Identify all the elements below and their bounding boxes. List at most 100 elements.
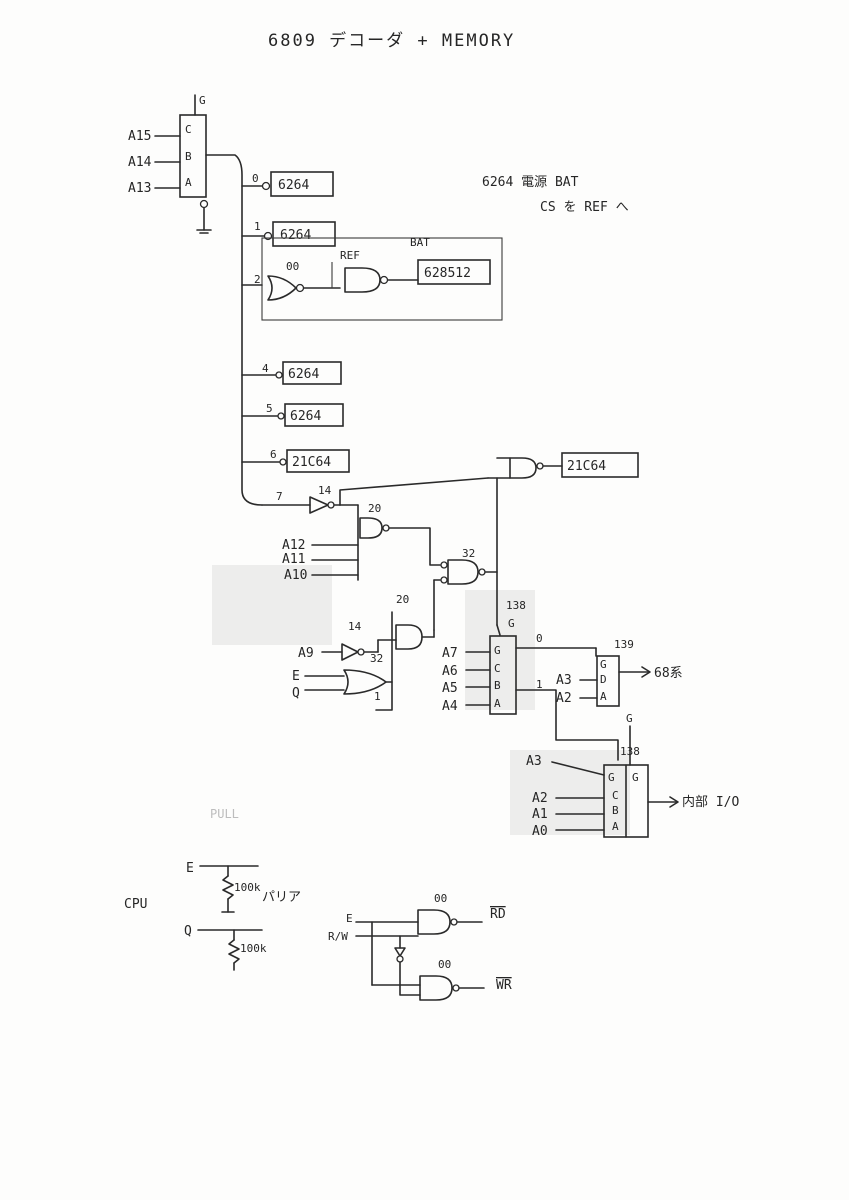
input-a2-139: A2: [556, 691, 572, 706]
bat-label: BAT: [410, 236, 430, 249]
inverter-14-b-label: 14: [348, 620, 362, 633]
gate-20-a: 20 A12 A11 A10: [282, 502, 441, 583]
input-a15: A15: [128, 129, 151, 144]
pullup-section: E 100k パリア CPU Q 100k: [124, 861, 301, 971]
rw-e-label: E: [346, 912, 353, 925]
memory-chip-5: 6264: [290, 409, 321, 424]
input-a9: A9: [298, 646, 314, 661]
resistor-2-value: 100k: [240, 942, 267, 955]
decoder-139-pin-a: A: [600, 690, 607, 703]
memory-7: 21C64: [487, 452, 639, 479]
cpu-label: CPU: [124, 897, 147, 912]
output-4: 4: [262, 362, 269, 375]
output-7: 7: [276, 490, 283, 503]
rd-signal: RD: [490, 907, 506, 922]
input-a5: A5: [442, 681, 458, 696]
battery-section: BAT 2 00 REF 628512: [241, 236, 503, 321]
input-a6: A6: [442, 664, 458, 679]
decoder-138-b-pin-b: B: [612, 804, 619, 817]
memory-chip-7: 21C64: [567, 459, 606, 474]
input-a7: A7: [442, 646, 458, 661]
input-a2-138: A2: [532, 791, 548, 806]
wr-signal: WR: [496, 978, 512, 993]
memory-chip-2: 628512: [424, 266, 471, 281]
memory-chip-4: 6264: [288, 367, 319, 382]
decoder-138-a-pin-b: B: [494, 679, 501, 692]
gate-32-a-label: 32: [462, 547, 475, 560]
erased-area: [510, 750, 630, 835]
decoder-138-b-pin-c: C: [612, 789, 619, 802]
input-a11: A11: [282, 552, 305, 567]
pullup-label: パリア: [262, 890, 301, 905]
decoder-138-b-part: 138: [620, 745, 640, 758]
memory-4: 4 6264: [241, 361, 342, 385]
memory-chip-1: 6264: [280, 228, 311, 243]
misc-1: 1: [374, 690, 381, 703]
decoder-138-a-part: 138: [506, 599, 526, 612]
decoder-pin-c: C: [185, 123, 192, 136]
decoder-138-b: G 138 G G C B A A3 A2 A1 A0 内部 I/O: [526, 712, 739, 839]
memory-0: 0 6264: [241, 171, 334, 197]
decoder-138-a-out0: 0: [536, 632, 543, 645]
decoder-138-a-pin-g: G: [494, 644, 501, 657]
output-1: 1: [254, 220, 261, 233]
gate-00-label: 00: [286, 260, 299, 273]
decoder-139: 139 G D A A3 A2 68系: [556, 638, 683, 707]
decoder-139-pin-g: G: [600, 658, 607, 671]
decoder-pin-b: B: [185, 150, 192, 163]
input-a0-138: A0: [532, 824, 548, 839]
decoder-138-a-out1: 1: [536, 678, 543, 691]
input-a14: A14: [128, 155, 152, 170]
memory-5: 5 6264: [241, 402, 344, 427]
input-a13: A13: [128, 181, 151, 196]
gate-32-b-label: 32: [370, 652, 383, 665]
input-a1-138: A1: [532, 807, 548, 822]
memory-chip-6: 21C64: [292, 455, 331, 470]
output-2: 2: [254, 273, 261, 286]
pullup-q-label: Q: [184, 924, 192, 939]
decoder-pin-g: G: [199, 94, 206, 107]
inverter-14-label: 14: [318, 484, 332, 497]
decoder-pin-a: A: [185, 176, 192, 189]
gate-32-a: 32: [433, 477, 498, 631]
decoder-138-b-pin-a: A: [612, 820, 619, 833]
gate-20-b: 20 14 A9 32 E Q 1: [292, 593, 435, 711]
output-6: 6: [270, 448, 277, 461]
input-a3-139: A3: [556, 673, 572, 688]
output-7-path: 7 14: [261, 477, 489, 514]
memory-chip-0: 6264: [278, 178, 309, 193]
input-e: E: [292, 669, 300, 684]
input-a4: A4: [442, 699, 458, 714]
decoder-139-part: 139: [614, 638, 634, 651]
input-a12: A12: [282, 538, 305, 553]
decoder-138-b-pin-g2: G: [632, 771, 639, 784]
input-q: Q: [292, 686, 300, 701]
note-line-2: CS を REF へ: [540, 200, 629, 215]
faint-pull-text: PULL: [210, 807, 239, 821]
decoder-138-b-pin-g: G: [608, 771, 615, 784]
gate-00-rd-label: 00: [434, 892, 447, 905]
memory-6: 6 21C64: [241, 448, 350, 473]
gate-20-a-label: 20: [368, 502, 381, 515]
gate-20-b-label: 20: [396, 593, 409, 606]
erased-area: [212, 565, 332, 645]
decoder-138-b-g-top: G: [626, 712, 633, 725]
input-a10: A10: [284, 568, 307, 583]
output-68-series: 68系: [654, 666, 683, 681]
ref-label: REF: [340, 249, 360, 262]
input-a3-138: A3: [526, 754, 542, 769]
note-line-1: 6264 電源 BAT: [482, 175, 579, 190]
rw-section: E R/W 00 RD 00 WR: [328, 892, 512, 1001]
page-title: 6809 デコーダ + MEMORY: [268, 30, 515, 51]
output-internal-io: 内部 I/O: [682, 794, 739, 810]
rw-rw-label: R/W: [328, 930, 348, 943]
pullup-e-label: E: [186, 861, 194, 876]
output-0: 0: [252, 172, 259, 185]
decoder-138-a: 138 G G C B A A7 A6 A5 A4 0 1: [442, 599, 619, 761]
memory-1: 1 6264: [241, 220, 336, 247]
main-decoder: G C B A A15 A14 A13: [128, 94, 212, 234]
gate-00-wr-label: 00: [438, 958, 451, 971]
decoder-138-a-pin-c: C: [494, 662, 501, 675]
